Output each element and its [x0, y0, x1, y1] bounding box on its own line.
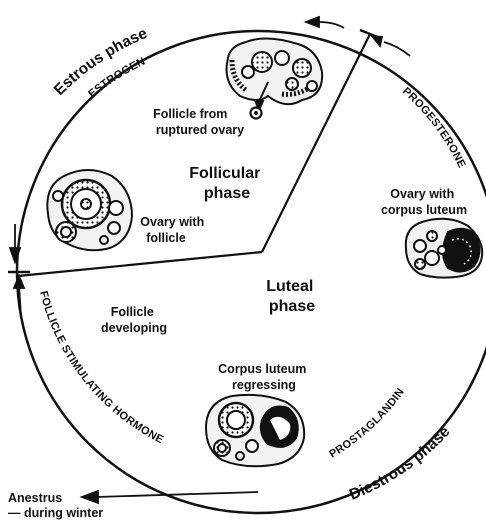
ovary-with-follicle-illustration — [47, 170, 132, 250]
follicular-phase-label: Follicular phase — [189, 165, 265, 202]
follicle-developing-caption: Follicle developing — [101, 305, 167, 335]
ovary-regressing-illustration — [206, 395, 304, 466]
progesterone-label: PROGESTERONE — [400, 85, 468, 170]
direction-arrow-top — [306, 17, 410, 56]
corpus-luteum-regressing-caption: Corpus luteum regressing — [218, 362, 310, 392]
prostaglandin-label: PROSTAGLANDIN — [327, 386, 406, 461]
luteal-phase-label: Luteal phase — [266, 278, 318, 315]
ovary-corpus-luteum-caption: Ovary with corpus luteum — [381, 187, 467, 217]
ovary-corpus-luteum-illustration — [406, 219, 482, 278]
follicle-from-ovary-caption: Follicle from ruptured ovary — [153, 107, 244, 137]
ovary-with-follicle-caption: Ovary with follicle — [140, 215, 207, 245]
ovary-rupturing-illustration — [227, 38, 323, 118]
